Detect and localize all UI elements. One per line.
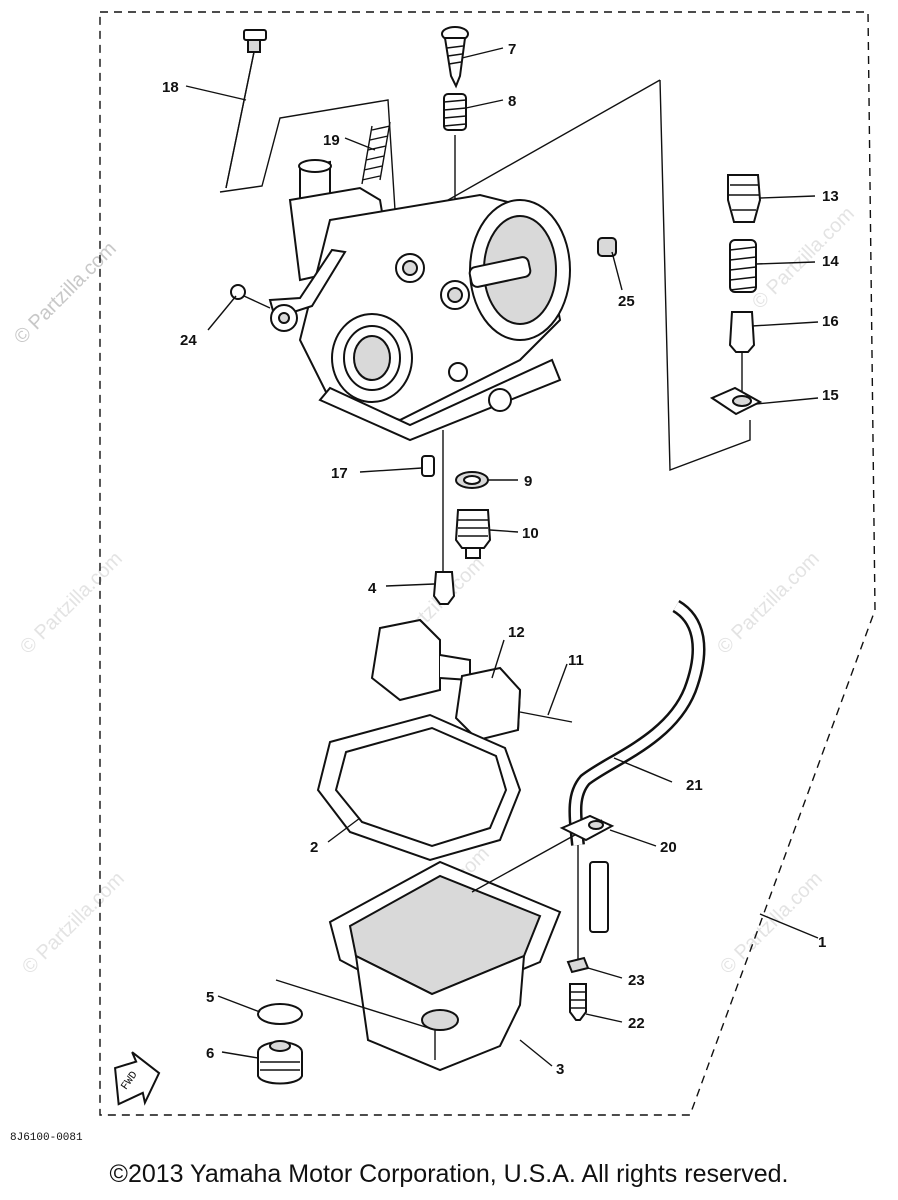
callout-8: 8 bbox=[508, 93, 516, 110]
screw-18 bbox=[225, 29, 267, 189]
gasket-2 bbox=[316, 713, 522, 862]
pin-17 bbox=[421, 455, 435, 477]
callout-21: 21 bbox=[686, 777, 703, 794]
callout-23: 23 bbox=[628, 972, 645, 989]
fwd-arrow-icon: FWD bbox=[113, 1051, 161, 1106]
callout-4: 4 bbox=[368, 580, 377, 597]
washer-23 bbox=[566, 956, 590, 974]
plug-25 bbox=[597, 237, 617, 257]
assembly-outline bbox=[99, 11, 876, 1116]
o-ring-5 bbox=[257, 1003, 303, 1025]
tube-20b bbox=[589, 861, 609, 933]
callout-6: 6 bbox=[206, 1045, 214, 1062]
screw-7 bbox=[441, 26, 469, 89]
callout-24: 24 bbox=[180, 332, 197, 349]
callout-13: 13 bbox=[822, 188, 839, 205]
pin-11 bbox=[519, 711, 573, 723]
callout-9: 9 bbox=[524, 473, 532, 490]
watermark: © Partzilla.com bbox=[716, 868, 827, 979]
float-bowl-3 bbox=[328, 860, 562, 1072]
needle-jet-4 bbox=[432, 571, 456, 605]
screw-24 bbox=[230, 284, 271, 309]
hose-21 bbox=[568, 599, 706, 846]
callout-3: 3 bbox=[556, 1061, 564, 1078]
callout-14: 14 bbox=[822, 253, 839, 270]
callout-22: 22 bbox=[628, 1015, 645, 1032]
jet-10 bbox=[454, 509, 492, 559]
float-12 bbox=[370, 618, 522, 742]
o-ring-9 bbox=[455, 471, 489, 489]
watermark: © Partzilla.com bbox=[16, 548, 127, 659]
slide-16 bbox=[728, 311, 756, 395]
spring-8 bbox=[443, 93, 467, 131]
drain-plug-6 bbox=[257, 1040, 303, 1085]
callout-labels: 18 19 7 8 13 14 16 15 24 25 17 9 10 4 12… bbox=[162, 41, 839, 1078]
callout-5: 5 bbox=[206, 989, 214, 1006]
callout-17: 17 bbox=[331, 465, 348, 482]
watermark: © Partzilla.com bbox=[18, 868, 129, 979]
copyright-notice: ©2013 Yamaha Motor Corporation, U.S.A. A… bbox=[109, 1160, 789, 1188]
callout-10: 10 bbox=[522, 525, 539, 542]
watermark-left: © Partzilla.com bbox=[10, 238, 121, 349]
spring-14 bbox=[729, 239, 757, 293]
watermark: © Partzilla.com bbox=[748, 203, 859, 314]
screw-22 bbox=[569, 983, 587, 1021]
callout-19: 19 bbox=[323, 132, 340, 149]
leader-lines bbox=[185, 47, 819, 1067]
callout-16: 16 bbox=[822, 313, 839, 330]
callout-2: 2 bbox=[310, 839, 318, 856]
diagram-code: 8J6100-0081 bbox=[10, 1132, 83, 1144]
clip-15 bbox=[709, 386, 763, 416]
watermark: © Partzilla.com bbox=[713, 548, 824, 659]
callout-1: 1 bbox=[818, 934, 826, 951]
callout-12: 12 bbox=[508, 624, 525, 641]
callout-20: 20 bbox=[660, 839, 677, 856]
callout-15: 15 bbox=[822, 387, 839, 404]
bracket-20 bbox=[559, 814, 615, 842]
callout-7: 7 bbox=[508, 41, 516, 58]
callout-18: 18 bbox=[162, 79, 179, 96]
cap-13 bbox=[727, 174, 762, 223]
callout-25: 25 bbox=[618, 293, 635, 310]
spring-19 bbox=[361, 121, 391, 185]
carburetor-body bbox=[268, 159, 571, 442]
leader-bracket-18-19 bbox=[219, 99, 396, 211]
callout-11: 11 bbox=[568, 652, 584, 669]
